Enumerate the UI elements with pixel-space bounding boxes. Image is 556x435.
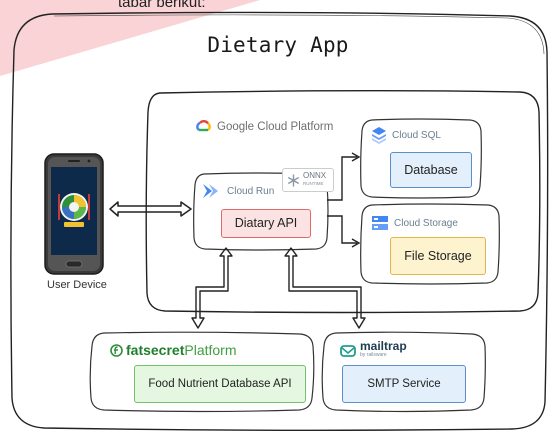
cloud-sql-label: Cloud SQL xyxy=(392,130,441,141)
corner-highlight-shape xyxy=(0,0,260,76)
gcp-logo-icon xyxy=(196,120,211,132)
user-device xyxy=(44,153,106,281)
cloudrun-to-storage-arrows xyxy=(327,152,361,248)
fatsecret-logo-icon xyxy=(110,343,123,357)
gcp-frame xyxy=(145,90,541,314)
diatary-api-box: Diatary API xyxy=(221,209,311,238)
cloudrun-fatsecret-double-arrow xyxy=(191,247,233,329)
food-nutrient-api-label: Food Nutrient Database API xyxy=(148,378,292,390)
cloud-run-icon xyxy=(203,184,218,198)
file-storage-box: File Storage xyxy=(390,237,486,275)
cloud-run-label: Cloud Run xyxy=(227,185,275,197)
dietary-app-frame xyxy=(10,11,549,431)
fatsecret-brand-suffix: Platform xyxy=(184,342,237,358)
cloud-storage-icon xyxy=(372,216,388,230)
mailtrap-brand: mailtrap xyxy=(360,339,407,353)
page-top-fragment: tabar berikut: xyxy=(118,0,206,11)
fatsecret-header: fatsecretPlatform xyxy=(110,342,237,358)
mailtrap-subbrand: by railsware xyxy=(360,352,387,358)
onnx-badge: ONNX RUNTIME xyxy=(282,168,334,192)
cloud-run-header: Cloud Run xyxy=(203,184,274,198)
database-label: Database xyxy=(404,163,458,177)
user-device-label: User Device xyxy=(47,279,107,291)
onnx-label: ONNX xyxy=(303,171,327,180)
smtp-service-box: SMTP Service xyxy=(342,365,466,403)
fatsecret-brand-name: fatsecret xyxy=(126,342,185,358)
cloud-storage-label: Cloud Storage xyxy=(394,217,458,229)
database-box: Database xyxy=(390,152,472,188)
mailtrap-header: mailtrap by railsware xyxy=(340,339,407,360)
gcp-header: Google Cloud Platform xyxy=(196,120,333,133)
diatary-api-label: Diatary API xyxy=(234,216,298,230)
smtp-service-label: SMTP Service xyxy=(367,378,441,390)
file-storage-label: File Storage xyxy=(404,249,472,263)
smartphone-icon xyxy=(44,153,104,275)
cloudrun-mailtrap-double-arrow xyxy=(284,247,366,329)
cloud-storage-header: Cloud Storage xyxy=(372,216,458,230)
cloud-sql-header: Cloud SQL xyxy=(372,127,441,144)
corner-highlight xyxy=(0,0,260,76)
cloud-sql-icon xyxy=(372,127,386,144)
diagram-title: Dietary App xyxy=(207,33,349,57)
gcp-label: Google Cloud Platform xyxy=(217,120,334,133)
fatsecret-brand: fatsecretPlatform xyxy=(126,342,237,358)
food-nutrient-api-box: Food Nutrient Database API xyxy=(134,365,306,403)
device-cloudrun-double-arrow xyxy=(109,201,192,217)
onnx-sublabel: RUNTIME xyxy=(303,181,324,186)
onnx-logo-icon xyxy=(287,174,300,186)
mailtrap-logo-icon xyxy=(340,345,356,357)
